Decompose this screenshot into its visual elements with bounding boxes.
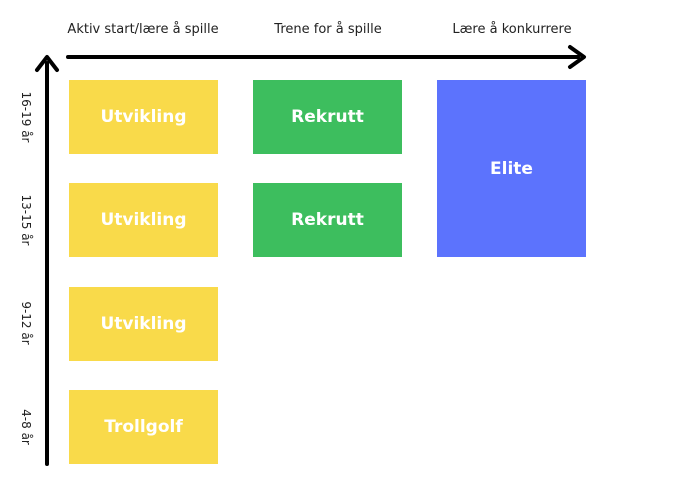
box-trollgolf: Trollgolf bbox=[69, 390, 218, 464]
row-label-9-12: 9-12 år bbox=[19, 301, 33, 345]
box-rekrutt-16-19: Rekrutt bbox=[253, 80, 402, 154]
box-utvikling-16-19: Utvikling bbox=[69, 80, 218, 154]
box-rekrutt-13-15: Rekrutt bbox=[253, 183, 402, 257]
row-label-13-15: 13-15 år bbox=[19, 194, 33, 246]
box-utvikling-9-12: Utvikling bbox=[69, 287, 218, 361]
x-axis-arrowhead bbox=[568, 45, 586, 69]
column-header-learn-to-compete: Lære å konkurrere bbox=[452, 22, 572, 37]
row-label-4-8: 4-8 år bbox=[19, 409, 33, 445]
column-header-train-to-play: Trene for å spille bbox=[274, 22, 382, 37]
column-header-active-start: Aktiv start/lære å spille bbox=[67, 22, 219, 37]
y-axis-arrowhead bbox=[35, 55, 59, 72]
box-utvikling-13-15: Utvikling bbox=[69, 183, 218, 257]
box-elite: Elite bbox=[437, 80, 586, 257]
row-label-16-19: 16-19 år bbox=[19, 91, 33, 143]
